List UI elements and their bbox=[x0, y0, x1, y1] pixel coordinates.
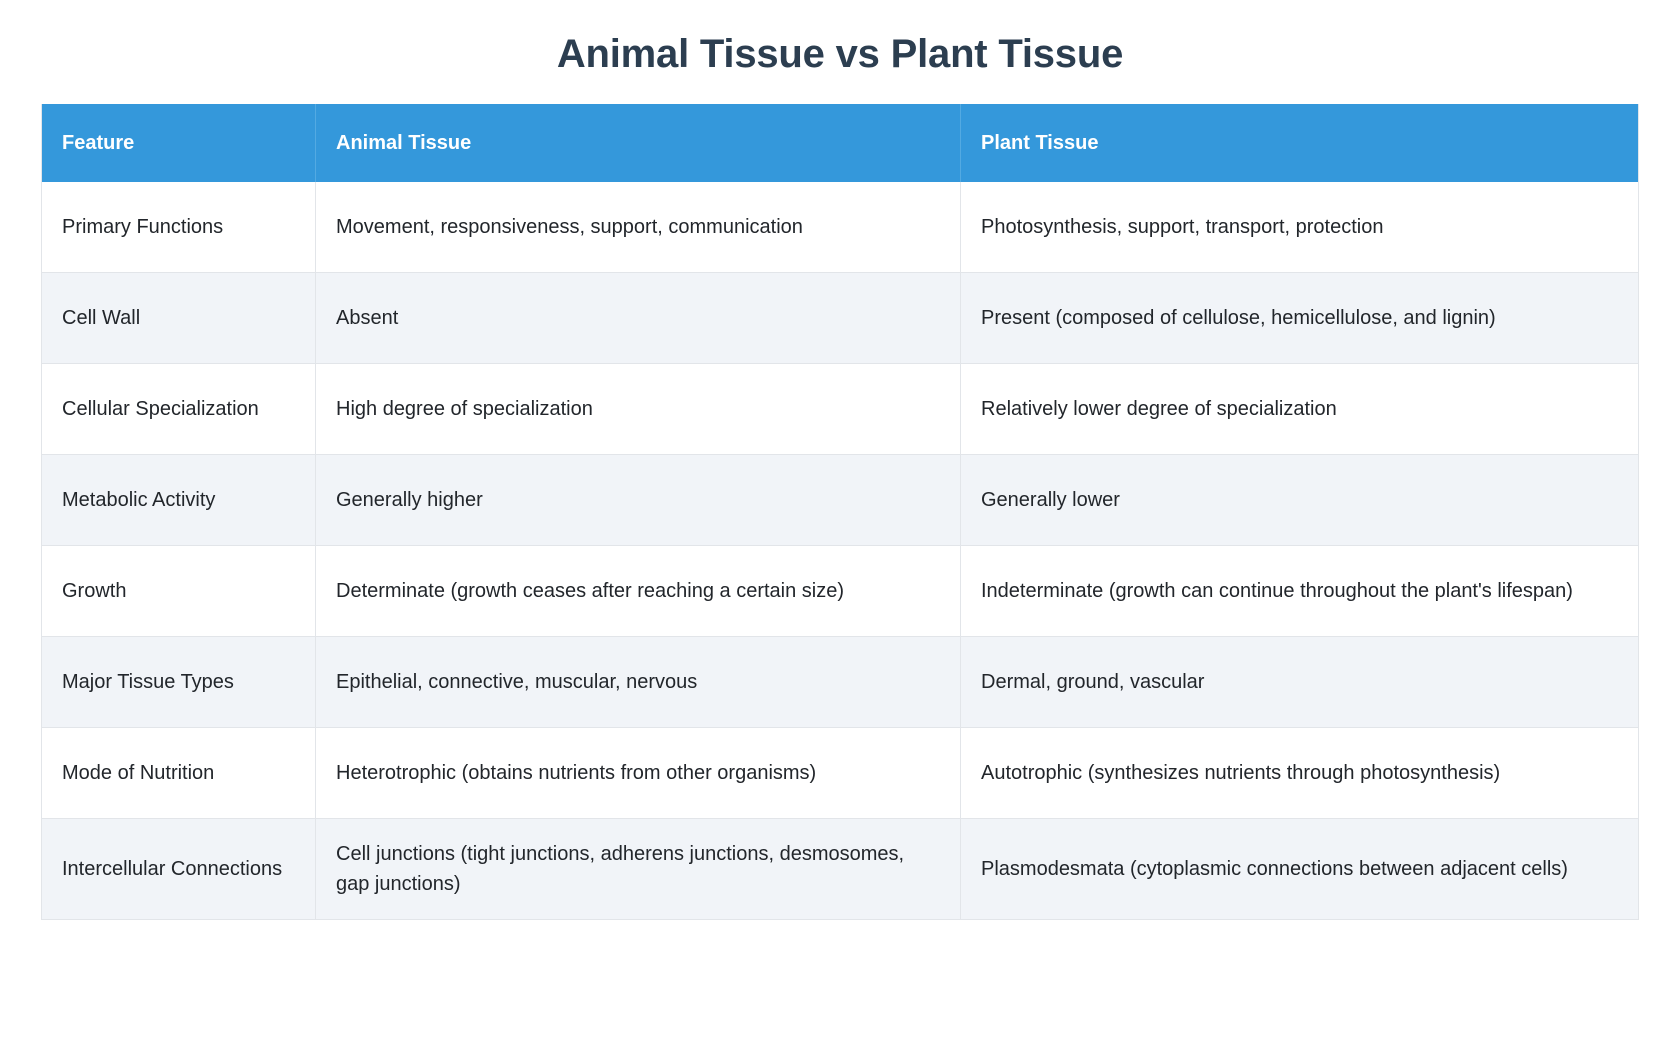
table-row: Growth Determinate (growth ceases after … bbox=[41, 545, 1639, 637]
table-row: Intercellular Connections Cell junctions… bbox=[41, 818, 1639, 920]
cell-feature: Mode of Nutrition bbox=[41, 727, 316, 819]
table-row: Metabolic Activity Generally higher Gene… bbox=[41, 454, 1639, 546]
cell-plant-tissue: Plasmodesmata (cytoplasmic connections b… bbox=[960, 818, 1639, 920]
cell-animal-tissue: Epithelial, connective, muscular, nervou… bbox=[315, 636, 961, 728]
comparison-table-wrapper: Feature Animal Tissue Plant Tissue Prima… bbox=[41, 104, 1639, 920]
cell-animal-tissue: Cell junctions (tight junctions, adheren… bbox=[315, 818, 961, 920]
cell-feature: Growth bbox=[41, 545, 316, 637]
cell-plant-tissue: Generally lower bbox=[960, 454, 1639, 546]
cell-animal-tissue: Heterotrophic (obtains nutrients from ot… bbox=[315, 727, 961, 819]
cell-feature: Cellular Specialization bbox=[41, 363, 316, 455]
cell-feature: Metabolic Activity bbox=[41, 454, 316, 546]
page-title: Animal Tissue vs Plant Tissue bbox=[556, 32, 1124, 76]
cell-plant-tissue: Relatively lower degree of specializatio… bbox=[960, 363, 1639, 455]
table-row: Cellular Specialization High degree of s… bbox=[41, 363, 1639, 455]
column-header-plant-tissue: Plant Tissue bbox=[960, 104, 1639, 182]
cell-feature: Primary Functions bbox=[41, 182, 316, 273]
cell-plant-tissue: Present (composed of cellulose, hemicell… bbox=[960, 272, 1639, 364]
column-header-feature: Feature bbox=[41, 104, 316, 182]
table-row: Major Tissue Types Epithelial, connectiv… bbox=[41, 636, 1639, 728]
column-header-animal-tissue: Animal Tissue bbox=[315, 104, 961, 182]
cell-animal-tissue: Absent bbox=[315, 272, 961, 364]
cell-animal-tissue: Determinate (growth ceases after reachin… bbox=[315, 545, 961, 637]
cell-feature: Major Tissue Types bbox=[41, 636, 316, 728]
cell-feature: Intercellular Connections bbox=[41, 818, 316, 920]
cell-plant-tissue: Photosynthesis, support, transport, prot… bbox=[960, 182, 1639, 273]
cell-plant-tissue: Indeterminate (growth can continue throu… bbox=[960, 545, 1639, 637]
cell-animal-tissue: Movement, responsiveness, support, commu… bbox=[315, 182, 961, 273]
cell-feature: Cell Wall bbox=[41, 272, 316, 364]
cell-plant-tissue: Dermal, ground, vascular bbox=[960, 636, 1639, 728]
cell-animal-tissue: Generally higher bbox=[315, 454, 961, 546]
table-body: Primary Functions Movement, responsivene… bbox=[41, 182, 1639, 920]
cell-animal-tissue: High degree of specialization bbox=[315, 363, 961, 455]
table-header-row: Feature Animal Tissue Plant Tissue bbox=[41, 104, 1639, 182]
table-row: Mode of Nutrition Heterotrophic (obtains… bbox=[41, 727, 1639, 819]
table-row: Primary Functions Movement, responsivene… bbox=[41, 182, 1639, 273]
comparison-table: Feature Animal Tissue Plant Tissue Prima… bbox=[41, 104, 1639, 920]
table-header: Feature Animal Tissue Plant Tissue bbox=[41, 104, 1639, 182]
table-row: Cell Wall Absent Present (composed of ce… bbox=[41, 272, 1639, 364]
cell-plant-tissue: Autotrophic (synthesizes nutrients throu… bbox=[960, 727, 1639, 819]
